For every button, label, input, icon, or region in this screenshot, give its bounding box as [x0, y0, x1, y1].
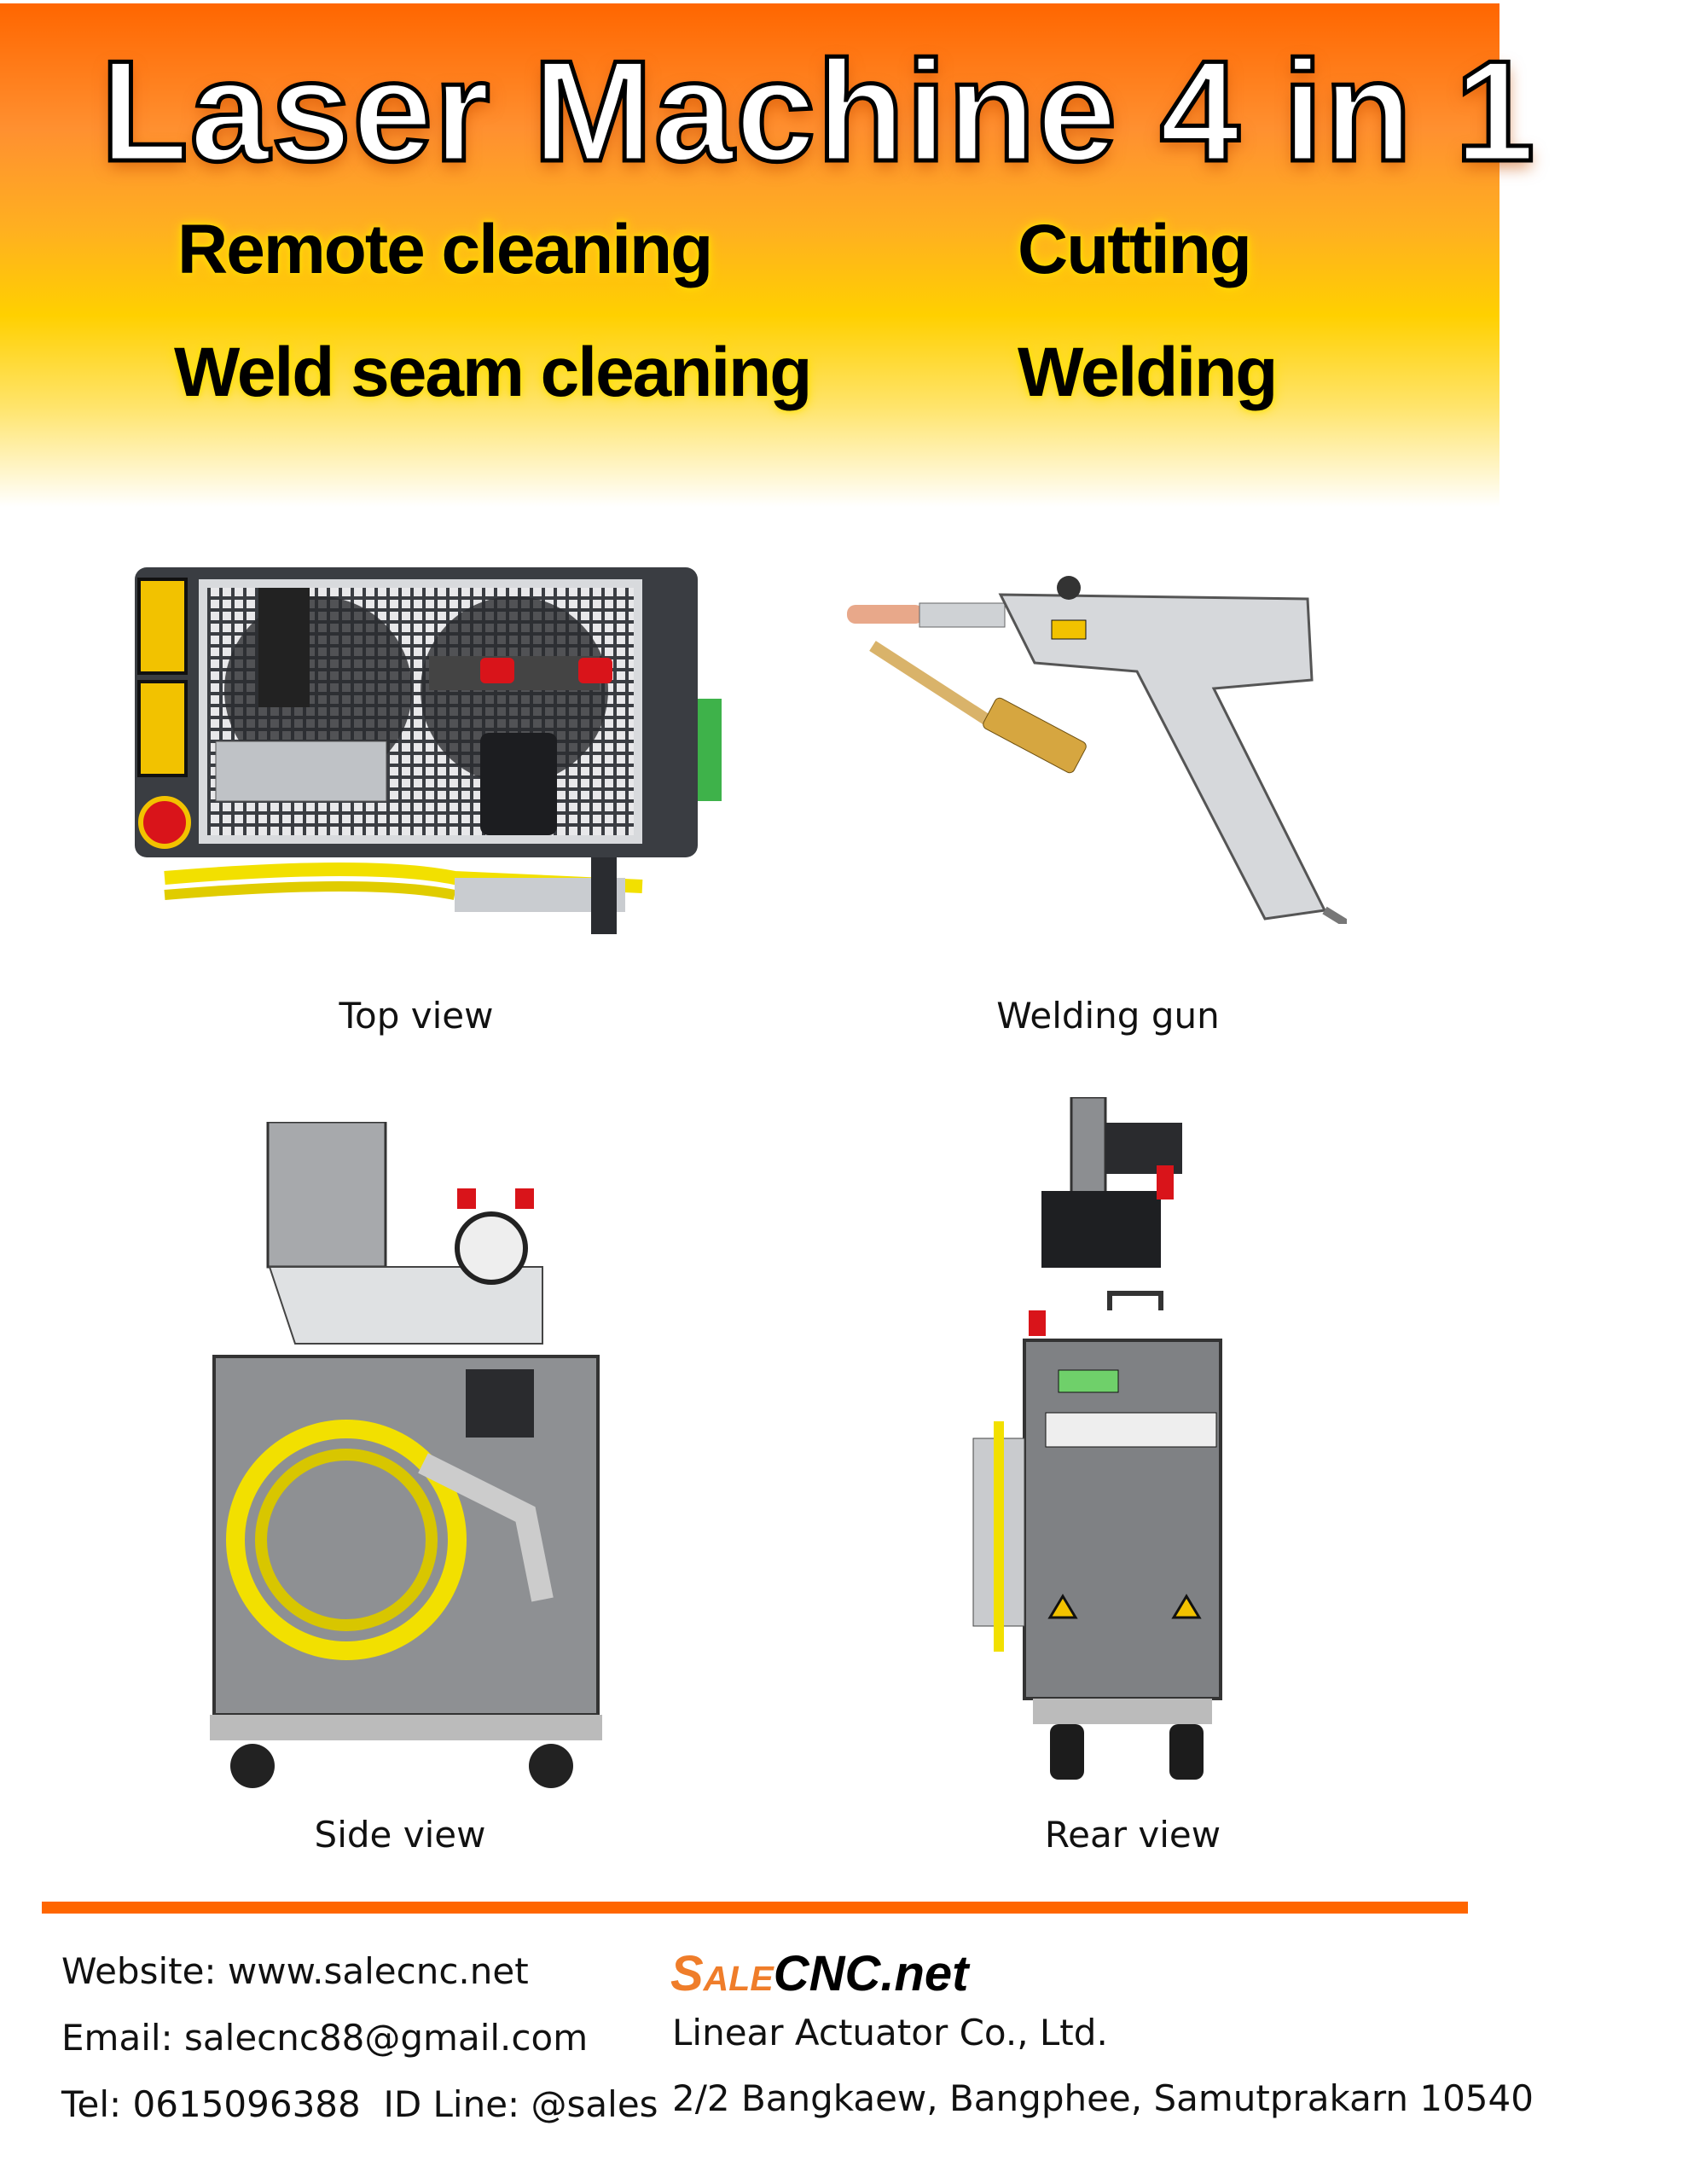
- rear-view-image: [972, 1097, 1222, 1780]
- page-title: Laser Machine 4 in 1: [98, 29, 1537, 194]
- salecnc-logo: SaleCNC.net: [670, 1945, 968, 2002]
- welding-gun-image: [847, 576, 1347, 924]
- caption-welding-gun: Welding gun: [996, 995, 1220, 1037]
- company-address: 2/2 Bangkaew, Bangphee, Samutprakarn 105…: [672, 2077, 1534, 2119]
- logo-sale: Sale: [670, 1946, 774, 2001]
- website-link[interactable]: Website: www.salecnc.net: [61, 1950, 529, 1992]
- feature-cutting: Cutting: [1018, 211, 1252, 288]
- caption-rear-view: Rear view: [1044, 1814, 1221, 1856]
- email-link[interactable]: Email: salecnc88@gmail.com: [61, 2017, 589, 2059]
- company-name: Linear Actuator Co., Ltd.: [672, 2012, 1108, 2053]
- feature-remote-cleaning: Remote cleaning: [177, 211, 713, 288]
- header-banner: Laser Machine 4 in 1 Remote cleaning Cut…: [0, 3, 1537, 507]
- footer-divider: [42, 1902, 1468, 1914]
- logo-cnc: CNC.net: [773, 1946, 969, 2001]
- feature-weld-seam-cleaning: Weld seam cleaning: [174, 334, 812, 411]
- feature-welding: Welding: [1018, 334, 1278, 411]
- top-view-image: [135, 567, 722, 934]
- side-view-image: [210, 1122, 602, 1788]
- caption-side-view: Side view: [314, 1814, 486, 1856]
- caption-top-view: Top view: [339, 995, 494, 1037]
- tel-line: Tel: 0615096388 ID Line: @sales: [61, 2083, 658, 2125]
